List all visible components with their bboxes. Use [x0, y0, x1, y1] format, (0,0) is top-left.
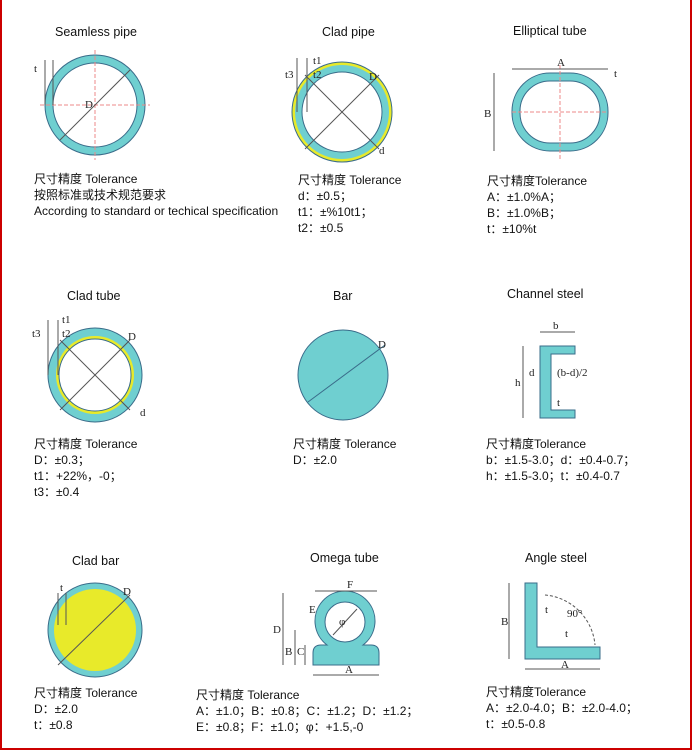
dimension-label: B — [484, 108, 491, 120]
tolerance-line: 尺寸精度Tolerance — [487, 174, 588, 188]
title-clad-pipe: Clad pipe — [322, 25, 375, 39]
dimension-label: d — [529, 367, 535, 379]
tolerance-channel-steel: 尺寸精度Tolerance b：±1.5-3.0；d：±0.4-0.7； h：±1.… — [486, 436, 635, 484]
clad-tube-diagram: t1 t2 t3 D d — [32, 314, 146, 423]
title-clad-bar: Clad bar — [72, 554, 120, 568]
dimension-label: (b-d)/2 — [557, 367, 588, 379]
tolerance-line: t3：±0.4 — [34, 485, 80, 499]
dimension-label: t — [557, 397, 560, 409]
tolerance-line: 尺寸精度 Tolerance — [196, 688, 300, 702]
tolerance-line: 尺寸精度Tolerance — [486, 437, 587, 451]
title-clad-tube: Clad tube — [67, 289, 121, 303]
title-channel-steel: Channel steel — [507, 287, 584, 301]
dimension-label: d — [379, 145, 385, 157]
omega-tube-diagram: F A D B C E φ — [273, 579, 380, 676]
tolerance-line: 尺寸精度 Tolerance — [298, 173, 402, 187]
dimension-label: t — [565, 628, 568, 640]
dimension-label: D — [123, 586, 131, 598]
dimension-label: φ — [339, 616, 345, 628]
dimension-label: D — [378, 339, 386, 351]
title-angle-steel: Angle steel — [525, 551, 587, 565]
dimension-label: B — [501, 616, 508, 628]
tolerance-line: h：±1.5-3.0；t：±0.4-0.7 — [486, 469, 620, 483]
title-seamless-pipe: Seamless pipe — [55, 25, 137, 39]
tolerance-line: t2：±0.5 — [298, 221, 344, 235]
dimension-label: t — [614, 68, 617, 80]
dimension-label: b — [553, 320, 559, 332]
dimension-label: t3 — [32, 328, 41, 340]
tolerance-line: A：±1.0%A； — [487, 190, 561, 204]
tolerance-line: D：±2.0 — [293, 453, 337, 467]
dimension-label: t3 — [285, 69, 294, 81]
dimension-label: D — [85, 99, 93, 111]
tolerance-line: 尺寸精度 Tolerance — [34, 686, 138, 700]
dimension-label: D — [273, 624, 281, 636]
dimension-label: F — [347, 579, 353, 591]
angle-steel-diagram: B A t t 90° — [501, 582, 601, 671]
tolerance-line: b：±1.5-3.0；d：±0.4-0.7； — [486, 453, 636, 467]
tolerance-seamless-pipe: 尺寸精度 Tolerance 按照标准或技术规范要求 According to st… — [34, 171, 278, 219]
tolerance-clad-pipe: 尺寸精度 Tolerance d：±0.5； t1：±%10t1； t2：±0.5 — [298, 172, 401, 236]
tolerance-line: 尺寸精度Tolerance — [486, 685, 587, 699]
dimension-label: t — [60, 582, 63, 594]
tolerance-line: t1：+22%，-0； — [34, 469, 122, 483]
clad-bar-diagram: t D — [47, 582, 143, 678]
tolerance-line: 尺寸精度 Tolerance — [34, 172, 138, 186]
dimension-label: C — [297, 646, 304, 658]
bar-diagram: D — [297, 329, 389, 421]
dimension-label: D — [369, 71, 377, 83]
dimension-label: D — [128, 331, 136, 343]
seamless-pipe-diagram: t D — [34, 50, 150, 160]
tolerance-line: 尺寸精度 Tolerance — [293, 437, 397, 451]
dimension-label: h — [515, 377, 521, 389]
dimension-label: B — [285, 646, 292, 658]
dimension-label: t — [34, 63, 37, 75]
tolerance-line: t：±0.8 — [34, 718, 73, 732]
clad-pipe-diagram: t1 t2 t3 D d — [285, 55, 393, 163]
dimension-label: t1 — [62, 314, 71, 326]
dimension-label: A — [561, 659, 569, 671]
elliptical-tube-diagram: A B t — [484, 57, 617, 159]
dimension-label: t2 — [313, 69, 322, 81]
tolerance-line: A：±1.0；B：±0.8；C：±1.2；D：±1.2； — [196, 704, 419, 718]
tolerance-line: d：±0.5； — [298, 189, 352, 203]
tolerance-line: A：±2.0-4.0；B：±2.0-4.0； — [486, 701, 638, 715]
dimension-label: t1 — [313, 55, 322, 67]
title-elliptical-tube: Elliptical tube — [513, 24, 587, 38]
tolerance-line: t1：±%10t1； — [298, 205, 373, 219]
dimension-label: t2 — [62, 328, 71, 340]
dimension-label: t — [545, 604, 548, 616]
tolerance-line: 尺寸精度 Tolerance — [34, 437, 138, 451]
dimension-label: E — [309, 604, 316, 616]
title-bar: Bar — [333, 289, 353, 303]
dimension-label: A — [557, 57, 565, 69]
tolerance-line: E：±0.8；F：±1.0；φ：+1.5,-0 — [196, 720, 364, 734]
dimension-label: d — [140, 407, 146, 419]
tolerance-line: 按照标准或技术规范要求 — [34, 188, 167, 202]
tolerance-line: t：±10%t — [487, 222, 537, 236]
tolerance-line: D：±2.0 — [34, 702, 78, 716]
dimension-label: 90° — [567, 608, 582, 620]
tolerance-line: According to standard or techical specif… — [34, 204, 279, 218]
dimension-label: A — [345, 664, 353, 676]
channel-steel-diagram: b h d (b-d)/2 t — [515, 320, 588, 419]
title-omega-tube: Omega tube — [310, 551, 379, 565]
tolerance-line: D：±0.3； — [34, 453, 90, 467]
tolerance-line: t：±0.5-0.8 — [486, 717, 546, 731]
tolerance-line: B：±1.0%B； — [487, 206, 561, 220]
